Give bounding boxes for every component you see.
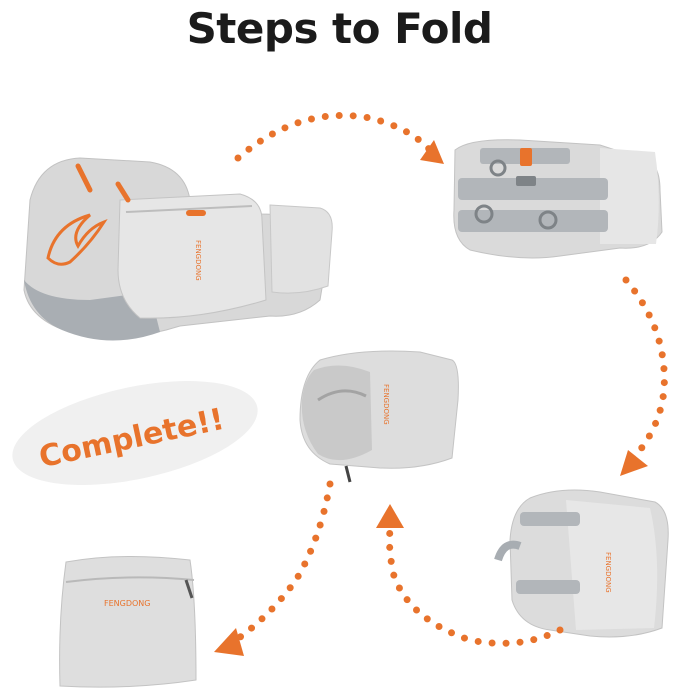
arrowhead-2 bbox=[620, 450, 648, 476]
arrowhead-1 bbox=[420, 140, 444, 164]
step-4-brand-mark: FENGDONG bbox=[382, 384, 390, 425]
complete-badge: Complete!! bbox=[12, 381, 258, 485]
step-4-tucked-image: FENGDONG bbox=[299, 350, 459, 483]
arrow-step-1-to-2 bbox=[234, 112, 434, 162]
step-5-folded-pouch-image: FENGDONG bbox=[59, 555, 197, 688]
arrow-step-4-to-5 bbox=[232, 480, 334, 644]
step-2-straps-folded-image bbox=[453, 139, 663, 259]
page-title: Steps to Fold bbox=[186, 4, 493, 53]
arrowhead-4 bbox=[214, 628, 244, 656]
step-5-brand-mark: FENGDONG bbox=[104, 599, 150, 608]
step-3-bag-rolled-image: FENGDONG bbox=[494, 489, 669, 638]
arrowhead-3 bbox=[376, 504, 404, 528]
step-3-brand-mark: FENGDONG bbox=[604, 552, 612, 593]
step-1-brand-mark: FENGDONG bbox=[194, 240, 202, 281]
arrow-step-2-to-3 bbox=[622, 276, 668, 466]
step-1-backpack-image: FENGDONG bbox=[23, 157, 333, 341]
arrow-step-3-to-4 bbox=[386, 526, 564, 647]
